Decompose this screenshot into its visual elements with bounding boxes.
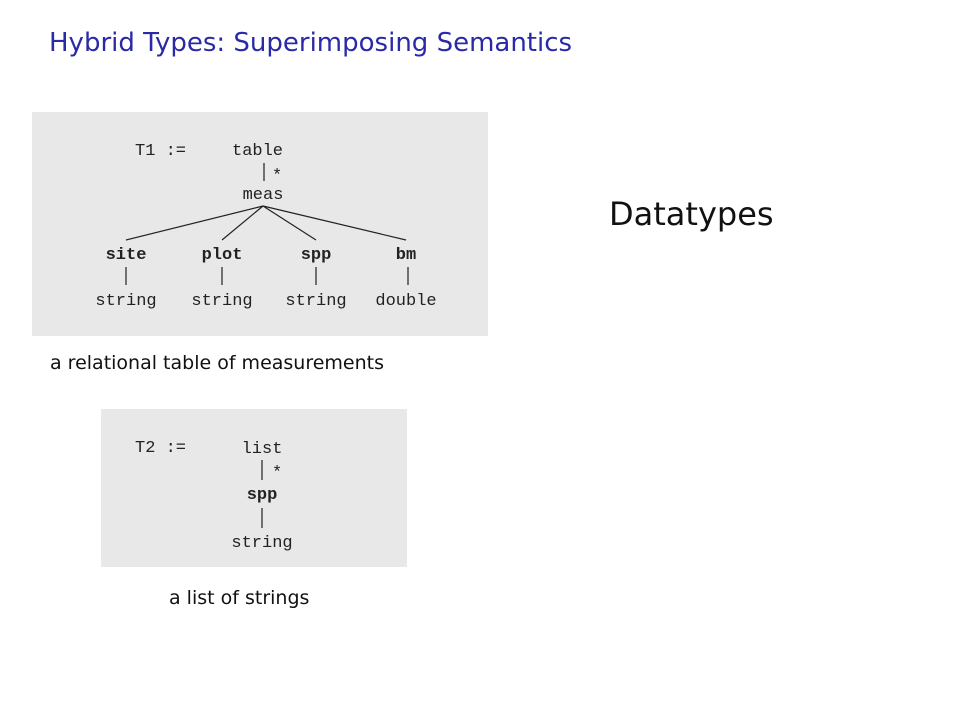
t2-definition-label: T2 :=	[135, 439, 186, 458]
t1-field-site: site	[106, 246, 147, 265]
t1-caption: a relational table of measurements	[50, 352, 385, 374]
t2-leaf-type: string	[231, 534, 292, 553]
slide-title: Hybrid Types: Superimposing Semantics	[49, 28, 573, 58]
datatypes-label: Datatypes	[609, 195, 774, 233]
t1-diagram-panel: T1 := table * meas site plot spp bm stri…	[32, 112, 488, 336]
t1-multiplicity-star: *	[272, 167, 282, 186]
t2-spp-node: spp	[247, 486, 278, 505]
t1-type-plot: string	[191, 292, 252, 311]
t1-meas-node: meas	[243, 186, 284, 205]
t1-type-bm: double	[375, 292, 436, 311]
t1-edge-plot	[221, 205, 264, 241]
t1-field-plot: plot	[202, 246, 243, 265]
t2-tree-diagram: T2 := list * spp string	[135, 439, 293, 553]
t1-field-bm: bm	[396, 246, 416, 265]
t1-definition-label: T1 :=	[135, 142, 186, 161]
t1-edge-bm	[262, 205, 407, 241]
t1-tree-diagram: T1 := table * meas site plot spp bm stri…	[95, 142, 436, 311]
t2-root-node: list	[242, 440, 283, 459]
t2-multiplicity-star: *	[272, 464, 282, 483]
t1-field-spp: spp	[301, 246, 332, 265]
t2-caption: a list of strings	[169, 587, 310, 609]
t1-edge-spp	[262, 205, 317, 241]
t1-root-node: table	[232, 142, 283, 161]
t1-type-site: string	[95, 292, 156, 311]
t1-edge-site	[125, 205, 264, 241]
t1-type-spp: string	[285, 292, 346, 311]
t2-diagram-panel: T2 := list * spp string	[101, 409, 407, 567]
